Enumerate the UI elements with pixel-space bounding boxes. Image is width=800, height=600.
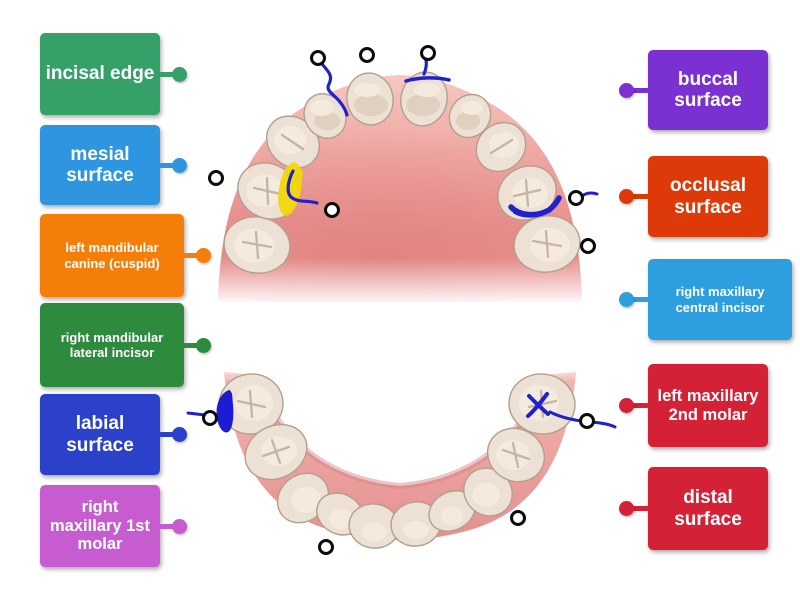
answer-point[interactable] [208, 170, 224, 186]
connector-stem [159, 432, 176, 437]
label-occlusal-surface[interactable]: occlusal surface [619, 156, 768, 237]
connector-dot [619, 501, 634, 516]
connector-stem [183, 253, 200, 258]
answer-point[interactable] [318, 539, 334, 555]
connector-dot [172, 518, 187, 534]
connector-dot [172, 157, 187, 173]
connector-stem [632, 403, 649, 408]
connector-stem [183, 342, 200, 348]
answer-point[interactable] [579, 413, 595, 429]
label-text: occlusal surface [669, 175, 747, 218]
answer-point[interactable] [580, 238, 596, 254]
answer-point[interactable] [359, 47, 375, 63]
connector-dot [172, 427, 187, 442]
answer-point[interactable] [310, 50, 326, 66]
answer-point[interactable] [202, 410, 218, 426]
label-text: incisal edge [45, 63, 155, 85]
connector-dot [196, 337, 211, 353]
answer-points [202, 45, 596, 555]
answer-point[interactable] [324, 202, 340, 218]
connector-stem [632, 297, 649, 302]
connector-stem [632, 194, 649, 199]
label-text: left maxillary 2nd molar [657, 387, 759, 424]
label-text: left mandibular canine (cuspid) [64, 240, 160, 271]
label-distal-surface[interactable]: distal surface [619, 467, 768, 550]
pen-marks [186, 58, 617, 433]
label-right-maxillary-1st-molar[interactable]: right maxillary 1st molar [40, 485, 187, 567]
label-text: buccal surface [674, 68, 742, 111]
connector-stem [632, 87, 649, 93]
label-text: distal surface [674, 487, 742, 530]
connector-stem [159, 162, 176, 168]
connector-stem [159, 71, 176, 77]
label-left-maxillary-2nd-molar[interactable]: left maxillary 2nd molar [619, 364, 768, 447]
label-text: labial surface [66, 413, 134, 456]
label-text: right maxillary central incisor [675, 284, 765, 315]
label-right-maxillary-central-incisor[interactable]: right maxillary central incisor [619, 259, 792, 340]
connector-dot [172, 66, 187, 82]
label-left-mandibular-canine[interactable]: left mandibular canine (cuspid) [40, 214, 211, 297]
label-text: right maxillary 1st molar [50, 498, 150, 554]
label-labial-surface[interactable]: labial surface [40, 394, 187, 475]
connector-dot [619, 189, 634, 204]
lower-teeth [218, 373, 576, 549]
label-right-mandibular-lateral-incisor[interactable]: right mandibular lateral incisor [40, 303, 211, 387]
connector-stem [159, 523, 176, 529]
label-text: right mandibular lateral incisor [60, 329, 164, 360]
label-mesial-surface[interactable]: mesial surface [40, 125, 187, 205]
label-text: mesial surface [66, 143, 134, 186]
connector-dot [619, 398, 634, 413]
connector-dot [619, 82, 634, 98]
label-buccal-surface[interactable]: buccal surface [619, 50, 768, 130]
answer-point[interactable] [510, 510, 526, 526]
connector-stem [632, 506, 649, 511]
answer-point[interactable] [420, 45, 436, 61]
connector-dot [196, 248, 211, 263]
answer-point[interactable] [568, 190, 584, 206]
connector-dot [619, 292, 634, 307]
label-incisal-edge[interactable]: incisal edge [40, 33, 187, 115]
